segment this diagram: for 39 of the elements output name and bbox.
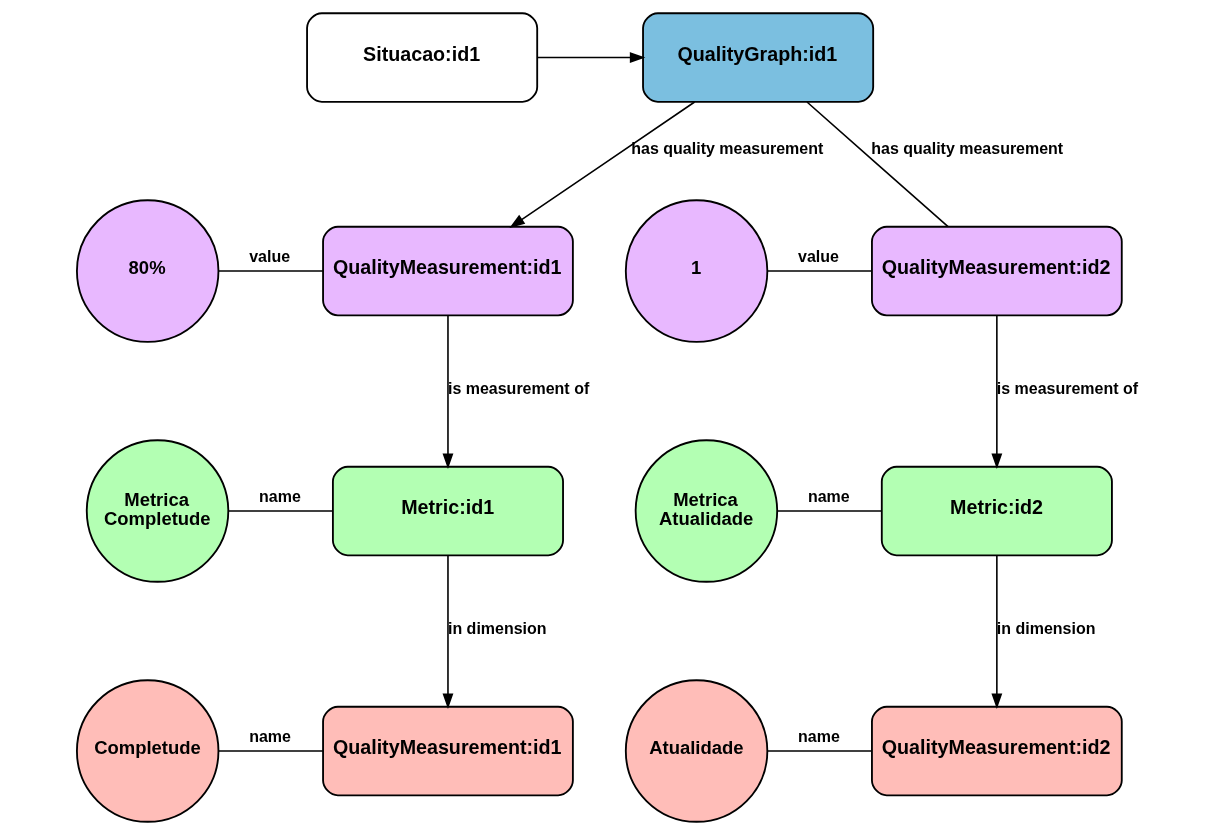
arrow (991, 555, 1003, 709)
node-box: QualityMeasurement:id2 (871, 705, 1123, 797)
node-box: Metric:id2 (880, 465, 1113, 557)
node-box: Situacao:id1 (306, 12, 539, 103)
connector (217, 750, 324, 752)
arrow (509, 101, 696, 229)
node-circle: 1 (624, 199, 769, 343)
edge-label: name (798, 727, 840, 745)
node-box: QualityGraph:id1 (642, 12, 875, 103)
node-circle: Metrica Atualidade (634, 439, 779, 583)
connector (766, 270, 873, 272)
connector (217, 270, 324, 272)
node-box: QualityMeasurement:id1 (322, 705, 574, 797)
arrow (536, 52, 646, 63)
edge-label: in dimension (996, 619, 1096, 637)
arrow (442, 555, 454, 709)
edge-label: name (807, 487, 850, 505)
node-box: QualityMeasurement:id2 (871, 225, 1123, 317)
node-circle: Metrica Completude (85, 439, 230, 583)
edge-label: value (249, 247, 291, 265)
node-box: Metric:id1 (331, 465, 564, 557)
edge-label: name (259, 487, 301, 505)
connector (806, 101, 949, 228)
edge-label: name (249, 727, 291, 745)
node-circle: Atualidade (624, 679, 769, 823)
edge-label: value (798, 247, 839, 265)
connector (766, 750, 873, 752)
node-circle: Completude (76, 679, 220, 823)
arrow (991, 315, 1003, 469)
node-box: QualityMeasurement:id1 (322, 225, 574, 317)
edge-label: is measurement of (996, 379, 1139, 397)
node-circle: 80% (76, 199, 220, 343)
edge-label: has quality measurement (871, 140, 1064, 158)
edge-label: in dimension (447, 619, 547, 637)
connector (227, 510, 334, 512)
connector (776, 510, 883, 512)
edge-label: has quality measurement (631, 140, 824, 158)
edge-label: is measurement of (447, 379, 590, 397)
arrow (442, 315, 454, 469)
